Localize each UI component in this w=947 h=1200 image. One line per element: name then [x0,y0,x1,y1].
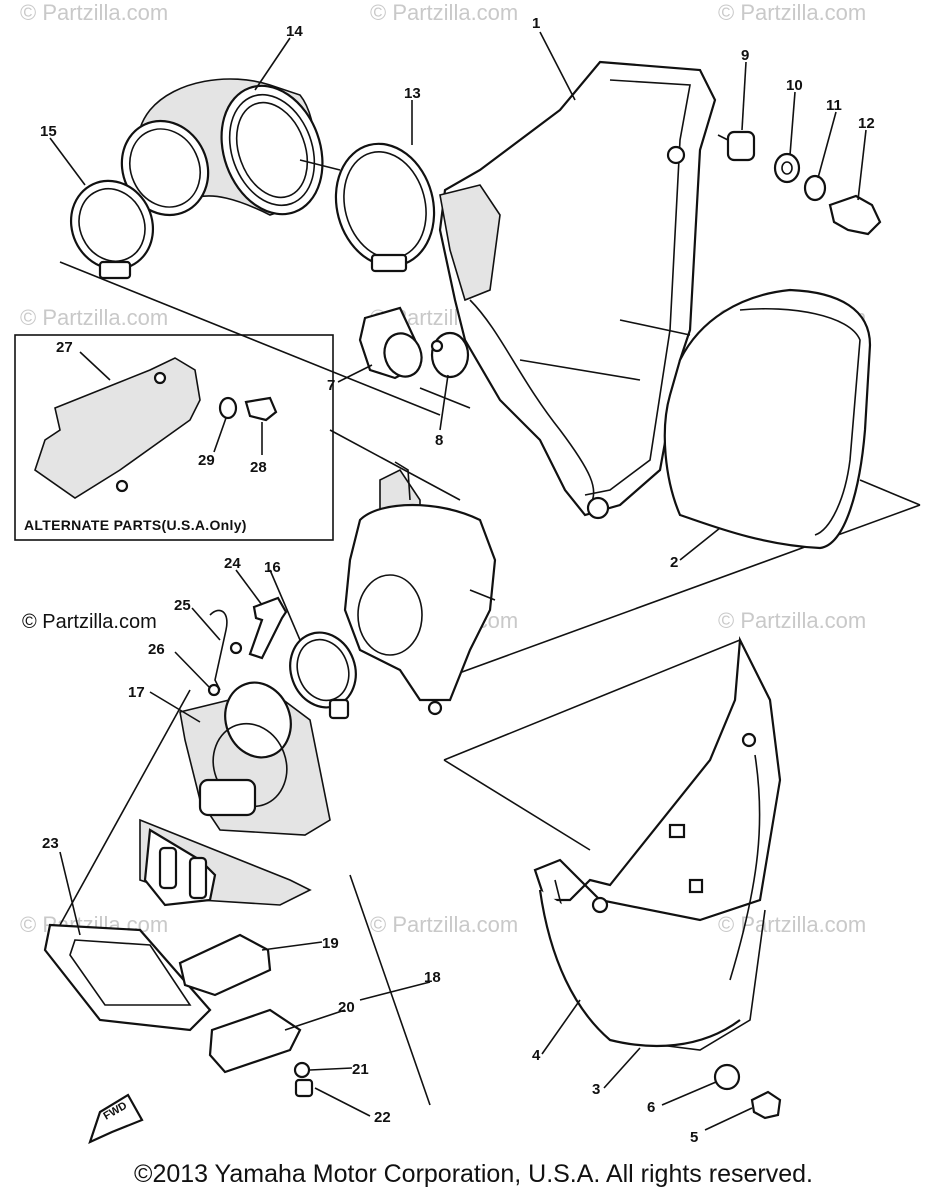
part-16-clamp [289,631,357,720]
callout-17: 17 [128,684,145,701]
part-8-clip [430,331,470,379]
callout-13: 13 [404,85,421,102]
parts-5-6-hardware [713,1063,782,1120]
callout-28: 28 [250,459,267,476]
fwd-arrow: FWD [88,1093,144,1145]
leader-lines [49,31,867,1131]
callout-9: 9 [741,47,749,64]
brand-watermark: © Partzilla.com [22,611,157,633]
watermark: © Partzilla.com [718,608,866,633]
callout-24: 24 [224,555,241,572]
callout-18: 18 [424,969,441,986]
callout-8: 8 [435,432,443,449]
parts-3-4-side-cover [533,635,782,1051]
reference-lines [59,261,921,926]
callout-15: 15 [40,123,57,140]
reed-valve-assembly [43,818,431,1106]
watermark: © Partzilla.com [718,912,866,937]
callout-10: 10 [786,77,803,94]
part-15-clamp [69,179,155,280]
callout-16: 16 [264,559,281,576]
part-14-intake-boot [120,78,341,217]
part-17-manifold [179,681,331,836]
callout-11: 11 [826,97,842,114]
callout-19: 19 [322,935,339,952]
callout-20: 20 [338,999,355,1016]
callout-27: 27 [56,339,73,356]
watermark: © Partzilla.com [370,912,518,937]
alternate-parts-box: ALTERNATE PARTS(U.S.A.Only) [14,334,334,541]
callout-6: 6 [647,1099,655,1116]
parts-24-26-hardware [207,596,288,697]
callout-29: 29 [198,452,215,469]
callout-21: 21 [352,1061,369,1078]
part-7-elbow [358,306,423,380]
watermark: © Partzilla.com [20,305,168,330]
callout-3: 3 [592,1081,600,1098]
callout-25: 25 [174,597,191,614]
callouts: 1 2 3 4 5 6 7 8 9 10 11 12 13 14 15 16 1… [40,15,875,1146]
callout-12: 12 [858,115,875,132]
callout-22: 22 [374,1109,391,1126]
watermark: © Partzilla.com [370,0,518,25]
part-13-clamp [334,142,436,273]
callout-5: 5 [690,1129,698,1146]
callout-26: 26 [148,641,165,658]
callout-4: 4 [532,1047,541,1064]
part-2-air-filter [663,288,872,550]
watermark: © Partzilla.com [718,0,866,25]
callout-2: 2 [670,554,678,571]
parts-9-12-hardware [717,130,882,236]
callout-7: 7 [327,377,335,394]
callout-1: 1 [532,15,540,32]
alternate-parts-label: ALTERNATE PARTS(U.S.A.Only) [24,517,247,533]
copyright-notice: ©2013 Yamaha Motor Corporation, U.S.A. A… [134,1160,813,1188]
callout-23: 23 [42,835,59,852]
watermark: © Partzilla.com [20,0,168,25]
part-1-air-cleaner-case [438,60,717,520]
callout-14: 14 [286,23,303,40]
carburetor [343,461,497,716]
